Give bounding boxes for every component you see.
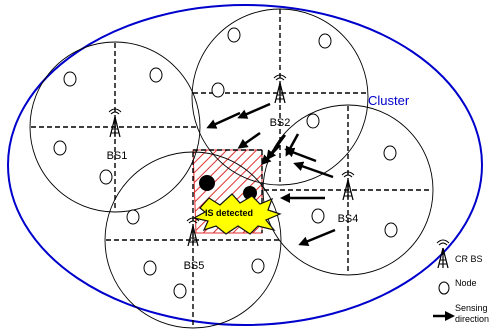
node <box>227 27 241 43</box>
bs5-label: BS5 <box>184 260 205 272</box>
node <box>306 113 320 129</box>
interference-source <box>199 175 215 191</box>
cluster-boundary <box>7 4 483 326</box>
node <box>311 208 325 224</box>
arrow-icon <box>298 228 336 246</box>
node <box>318 33 332 49</box>
arrow-icon <box>293 161 334 179</box>
legend: CR BS Node Sensing direction <box>433 239 489 324</box>
node <box>211 82 225 98</box>
legend-node-label: Node <box>455 278 477 288</box>
node <box>126 209 140 225</box>
bs1-tower-icon <box>108 108 122 138</box>
is-detected-label: IS detected <box>205 208 253 218</box>
node <box>383 145 397 161</box>
node <box>53 140 67 156</box>
legend-tower-icon <box>436 239 450 269</box>
interference-source <box>243 186 257 200</box>
cell-bs1 <box>29 41 201 213</box>
legend-sensing-label: Sensing <box>455 303 488 313</box>
node <box>99 169 113 185</box>
arrow-icon <box>284 147 317 163</box>
legend-direction-label: direction <box>455 314 489 324</box>
cluster-label: Cluster <box>368 93 410 108</box>
bs2-tower-icon <box>273 74 287 104</box>
arrow-icon <box>237 102 271 119</box>
bs2-label: BS2 <box>270 117 291 129</box>
node <box>384 222 398 238</box>
node <box>149 67 163 83</box>
bs1-label: BS1 <box>107 150 128 162</box>
arrow-icon <box>237 131 261 149</box>
nodes <box>53 27 398 299</box>
bs4-label: BS4 <box>338 213 359 225</box>
node <box>63 71 77 87</box>
sensing-arrows <box>206 102 336 246</box>
node <box>251 258 265 274</box>
arrow-icon <box>206 111 241 129</box>
arrow-icon <box>260 144 281 166</box>
bs4-tower-icon <box>341 171 355 201</box>
node <box>173 283 187 299</box>
legend-node-icon <box>438 281 450 295</box>
legend-cr-bs-label: CR BS <box>455 254 483 264</box>
cell-bs4 <box>262 104 434 276</box>
is-detected-burst: IS detected <box>192 193 282 235</box>
node <box>143 260 157 276</box>
